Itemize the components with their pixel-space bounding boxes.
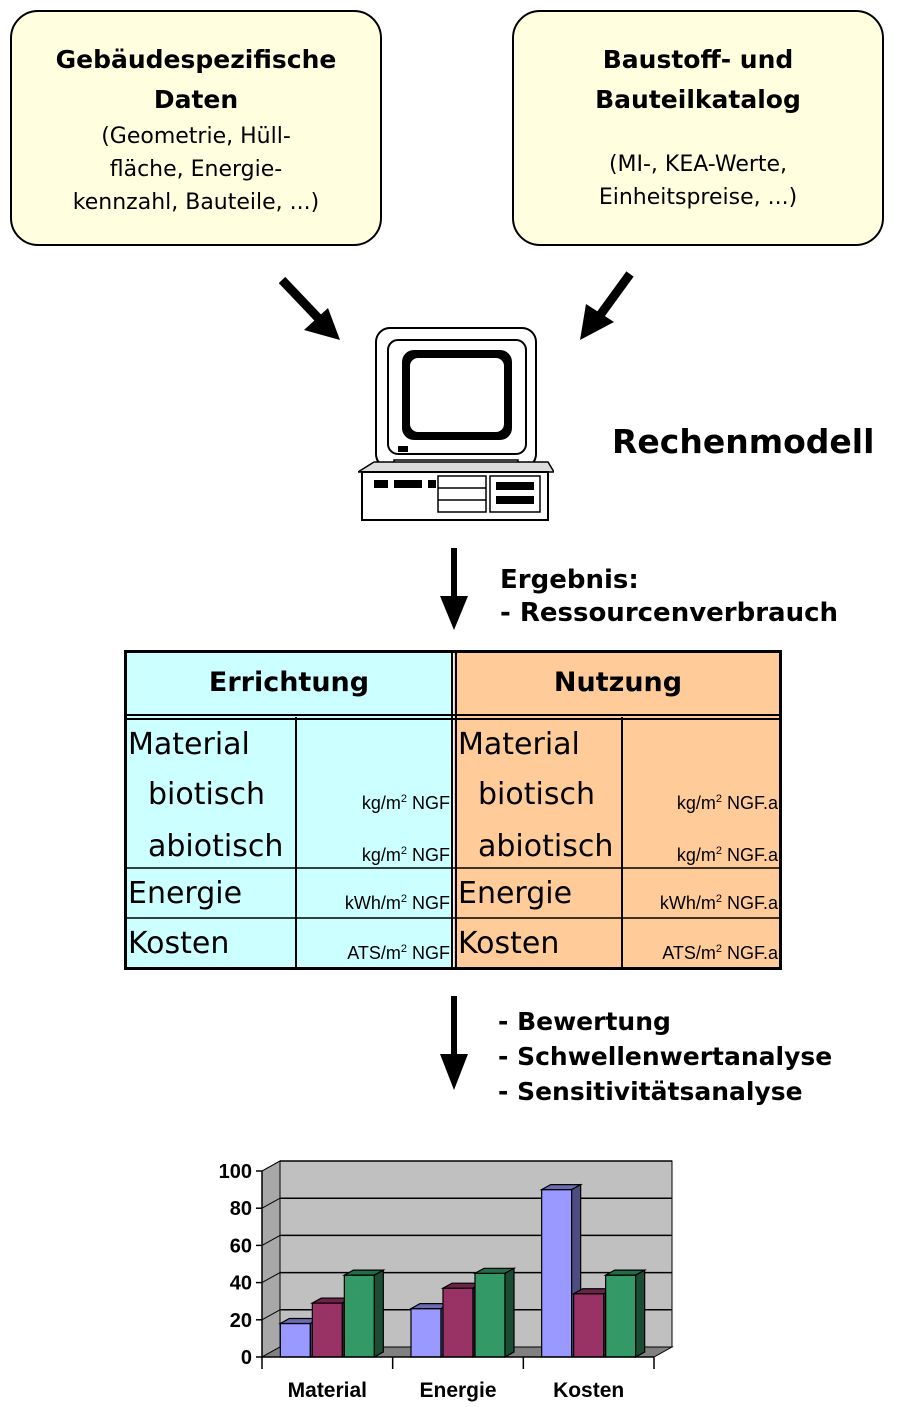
errichtung-area: [124, 650, 454, 970]
gridline-side: [261, 1234, 281, 1246]
arrow-right-in-icon: [580, 271, 634, 340]
bar-side: [373, 1269, 384, 1359]
bar: [343, 1274, 375, 1358]
left-unit-abiotisch: kg/m2 NGF: [361, 845, 450, 865]
x-tick-label: Material: [288, 1379, 367, 1402]
bar-side: [504, 1267, 515, 1359]
bar-side: [635, 1269, 646, 1359]
gridline-side: [261, 1160, 281, 1172]
bar: [279, 1322, 311, 1358]
building-data-detail-3: kennzahl, Bauteile, ...): [72, 190, 320, 215]
right-kosten: Kosten: [458, 926, 560, 961]
header-nutzung: Nutzung: [553, 667, 683, 698]
left-biotisch: biotisch: [148, 777, 265, 812]
building-data-title-1: Gebäudespezifische: [55, 45, 337, 74]
results-table: Errichtung Nutzung Material biotisch abi…: [124, 650, 782, 970]
arrow-left-in-icon: [278, 276, 340, 340]
analysis-line-1: - Bewertung: [498, 1007, 671, 1036]
bar: [311, 1302, 343, 1358]
building-data-detail-1: (Geometrie, Hüll-: [101, 124, 291, 149]
bar: [474, 1272, 506, 1358]
y-tick-label: 100: [219, 1161, 252, 1183]
table-grid: [124, 650, 782, 970]
right-unit-abiotisch: kg/m2 NGF.a: [676, 845, 778, 865]
left-material: Material: [128, 727, 250, 762]
result-line-2: - Ressourcenverbrauch: [500, 598, 839, 628]
x-tick-label: Energie: [419, 1379, 496, 1402]
catalog-detail-1: (MI-, KEA-Werte,: [608, 152, 788, 177]
arrow-down-analysis-icon: [440, 996, 468, 1090]
right-energie: Energie: [458, 876, 573, 911]
bar: [573, 1293, 605, 1358]
nutzung-area: [454, 650, 782, 970]
building-data-title-2: Daten: [153, 85, 239, 114]
computer-icon: [358, 327, 554, 521]
result-line-1: Ergebnis:: [500, 565, 639, 595]
building-data-detail-2: fläche, Energie-: [109, 157, 283, 182]
bar: [541, 1188, 573, 1358]
bar: [605, 1274, 637, 1358]
right-biotisch: biotisch: [478, 777, 595, 812]
y-tick-label: 80: [230, 1198, 252, 1220]
left-energie: Energie: [128, 876, 243, 911]
catalog-detail-2: Einheitspreise, ...): [598, 185, 798, 210]
left-unit-biotisch: kg/m2 NGF: [361, 793, 450, 813]
y-tick-label: 60: [230, 1235, 252, 1257]
gridline-side: [261, 1197, 281, 1209]
analysis-line-2: - Schwellenwertanalyse: [498, 1042, 833, 1071]
y-tick-label: 40: [230, 1273, 252, 1295]
bar: [410, 1308, 442, 1358]
header-errichtung: Errichtung: [208, 667, 370, 698]
analysis-line-3: - Sensitivitätsanalyse: [498, 1077, 803, 1106]
left-kosten: Kosten: [128, 926, 230, 961]
chart-side-wall: [261, 1160, 281, 1358]
left-abiotisch: abiotisch: [148, 829, 284, 864]
gridline-side: [261, 1309, 281, 1321]
right-unit-biotisch: kg/m2 NGF.a: [676, 793, 778, 813]
arrow-down-result-icon: [440, 548, 468, 630]
building-data-box: Gebäudespezifische Daten (Geometrie, Hül…: [10, 10, 382, 246]
gridline-side: [261, 1272, 281, 1284]
left-unit-energie: kWh/m2 NGF: [344, 893, 450, 913]
y-tick-label: 0: [241, 1347, 252, 1369]
catalog-box: Baustoff- und Bauteilkatalog (MI-, KEA-W…: [512, 10, 884, 246]
catalog-title-1: Baustoff- und: [602, 45, 794, 74]
right-abiotisch: abiotisch: [478, 829, 614, 864]
y-tick-label: 20: [230, 1310, 252, 1332]
right-material: Material: [458, 727, 580, 762]
model-label: Rechenmodell: [612, 422, 875, 461]
bar: [442, 1287, 474, 1358]
x-tick-label: Kosten: [553, 1379, 624, 1402]
right-unit-energie: kWh/m2 NGF.a: [659, 893, 778, 913]
catalog-title-2: Bauteilkatalog: [595, 85, 801, 114]
right-unit-kosten: ATS/m2 NGF.a: [662, 943, 778, 963]
left-unit-kosten: ATS/m2 NGF: [347, 943, 450, 963]
